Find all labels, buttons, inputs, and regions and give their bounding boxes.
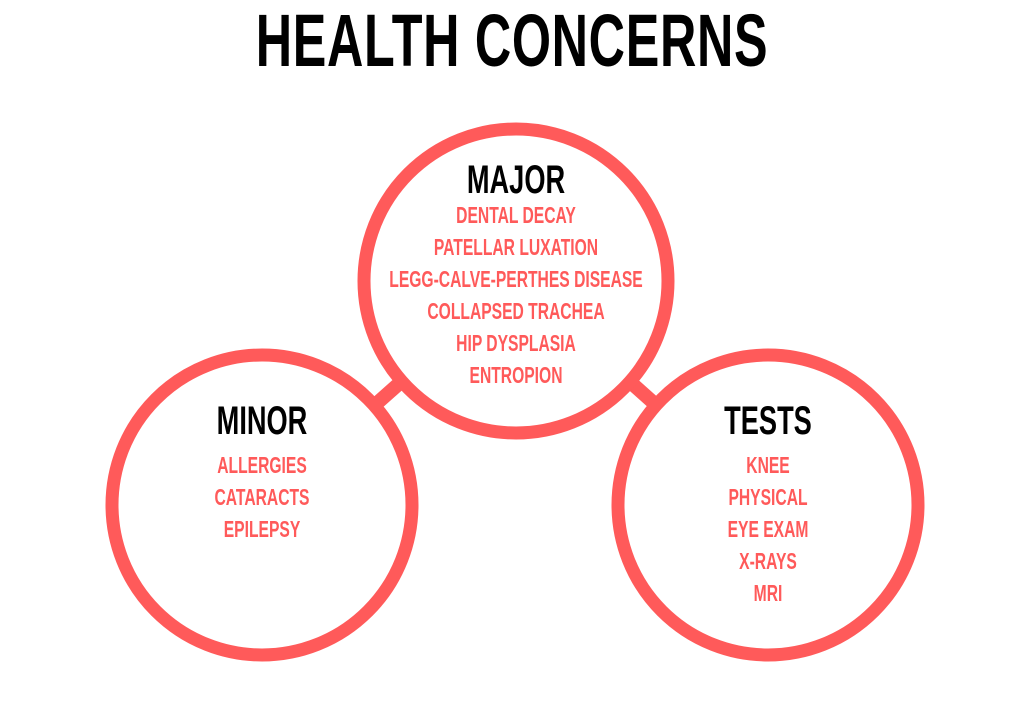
major-item: ENTROPION xyxy=(469,362,563,388)
tests-item: EYE EXAM xyxy=(727,516,809,542)
tests-heading: TESTS xyxy=(724,399,812,443)
major-item: DENTAL DECAY xyxy=(456,202,576,228)
tests-item: MRI xyxy=(753,580,783,606)
major-item: COLLAPSED TRACHEA xyxy=(427,298,605,324)
tests-item: X-RAYS xyxy=(739,548,797,574)
major-heading: MAJOR xyxy=(466,158,566,202)
tests-circle xyxy=(611,348,925,662)
tests-item: KNEE xyxy=(746,452,790,478)
major-item: PATELLAR LUXATION xyxy=(433,234,599,260)
page-title: HEALTH CONCERNS xyxy=(255,0,769,82)
minor-item: ALLERGIES xyxy=(217,452,307,478)
minor-circle xyxy=(105,348,419,662)
major-item: LEGG-CALVE-PERTHES DISEASE xyxy=(389,266,643,292)
major-circle xyxy=(357,122,675,440)
tests-item: PHYSICAL xyxy=(728,484,808,510)
major-item: HIP DYSPLASIA xyxy=(456,330,576,356)
minor-item: EPILEPSY xyxy=(223,516,301,542)
minor-heading: MINOR xyxy=(216,399,308,443)
minor-item: CATARACTS xyxy=(214,484,310,510)
